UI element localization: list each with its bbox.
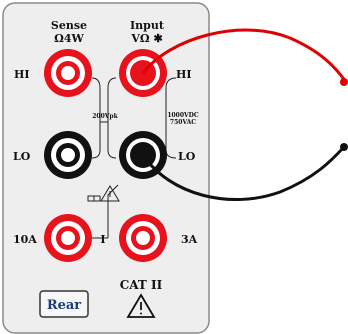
- lo-right-label: LO: [178, 150, 196, 163]
- warning-triangle-small-icon: [100, 185, 120, 202]
- black-lead-probe-tip: [340, 143, 348, 151]
- rear-button-label: Rear: [47, 298, 81, 313]
- fuse-icon: [87, 195, 101, 202]
- warning-triangle-icon: [126, 293, 156, 318]
- sense-label: Sense: [51, 19, 87, 32]
- red-test-lead: [141, 28, 348, 83]
- input-label: Input: [130, 19, 165, 32]
- input-v-ohm-label: VΩ ✱: [130, 32, 162, 45]
- current-3a-terminal[interactable]: [119, 214, 167, 262]
- current-10a-terminal[interactable]: [44, 214, 92, 262]
- hi-left-label: HI: [14, 68, 30, 81]
- red-lead-probe-tip: [340, 78, 348, 86]
- sense-4w-label: Ω4W: [54, 32, 84, 45]
- black-test-lead: [141, 145, 346, 201]
- rating-750vac-label: 750VAC: [170, 119, 196, 126]
- lo-left-label: LO: [13, 150, 31, 163]
- sense-hi-terminal[interactable]: [44, 49, 92, 97]
- current-10a-label: 10A: [13, 233, 37, 246]
- current-3a-label: 3A: [181, 233, 198, 246]
- sense-lo-terminal[interactable]: [44, 131, 92, 179]
- front-panel: [2, 2, 210, 334]
- hi-right-label: HI: [176, 68, 192, 81]
- terminal-bracket-lines: [91, 77, 177, 239]
- rear-button[interactable]: Rear: [39, 290, 89, 318]
- current-symbol-label: I: [100, 233, 105, 246]
- category-label: CAT II: [120, 278, 163, 292]
- rating-1000vdc-label: 1000VDC: [167, 112, 199, 119]
- peak-voltage-label: 200Vpk: [92, 113, 118, 120]
